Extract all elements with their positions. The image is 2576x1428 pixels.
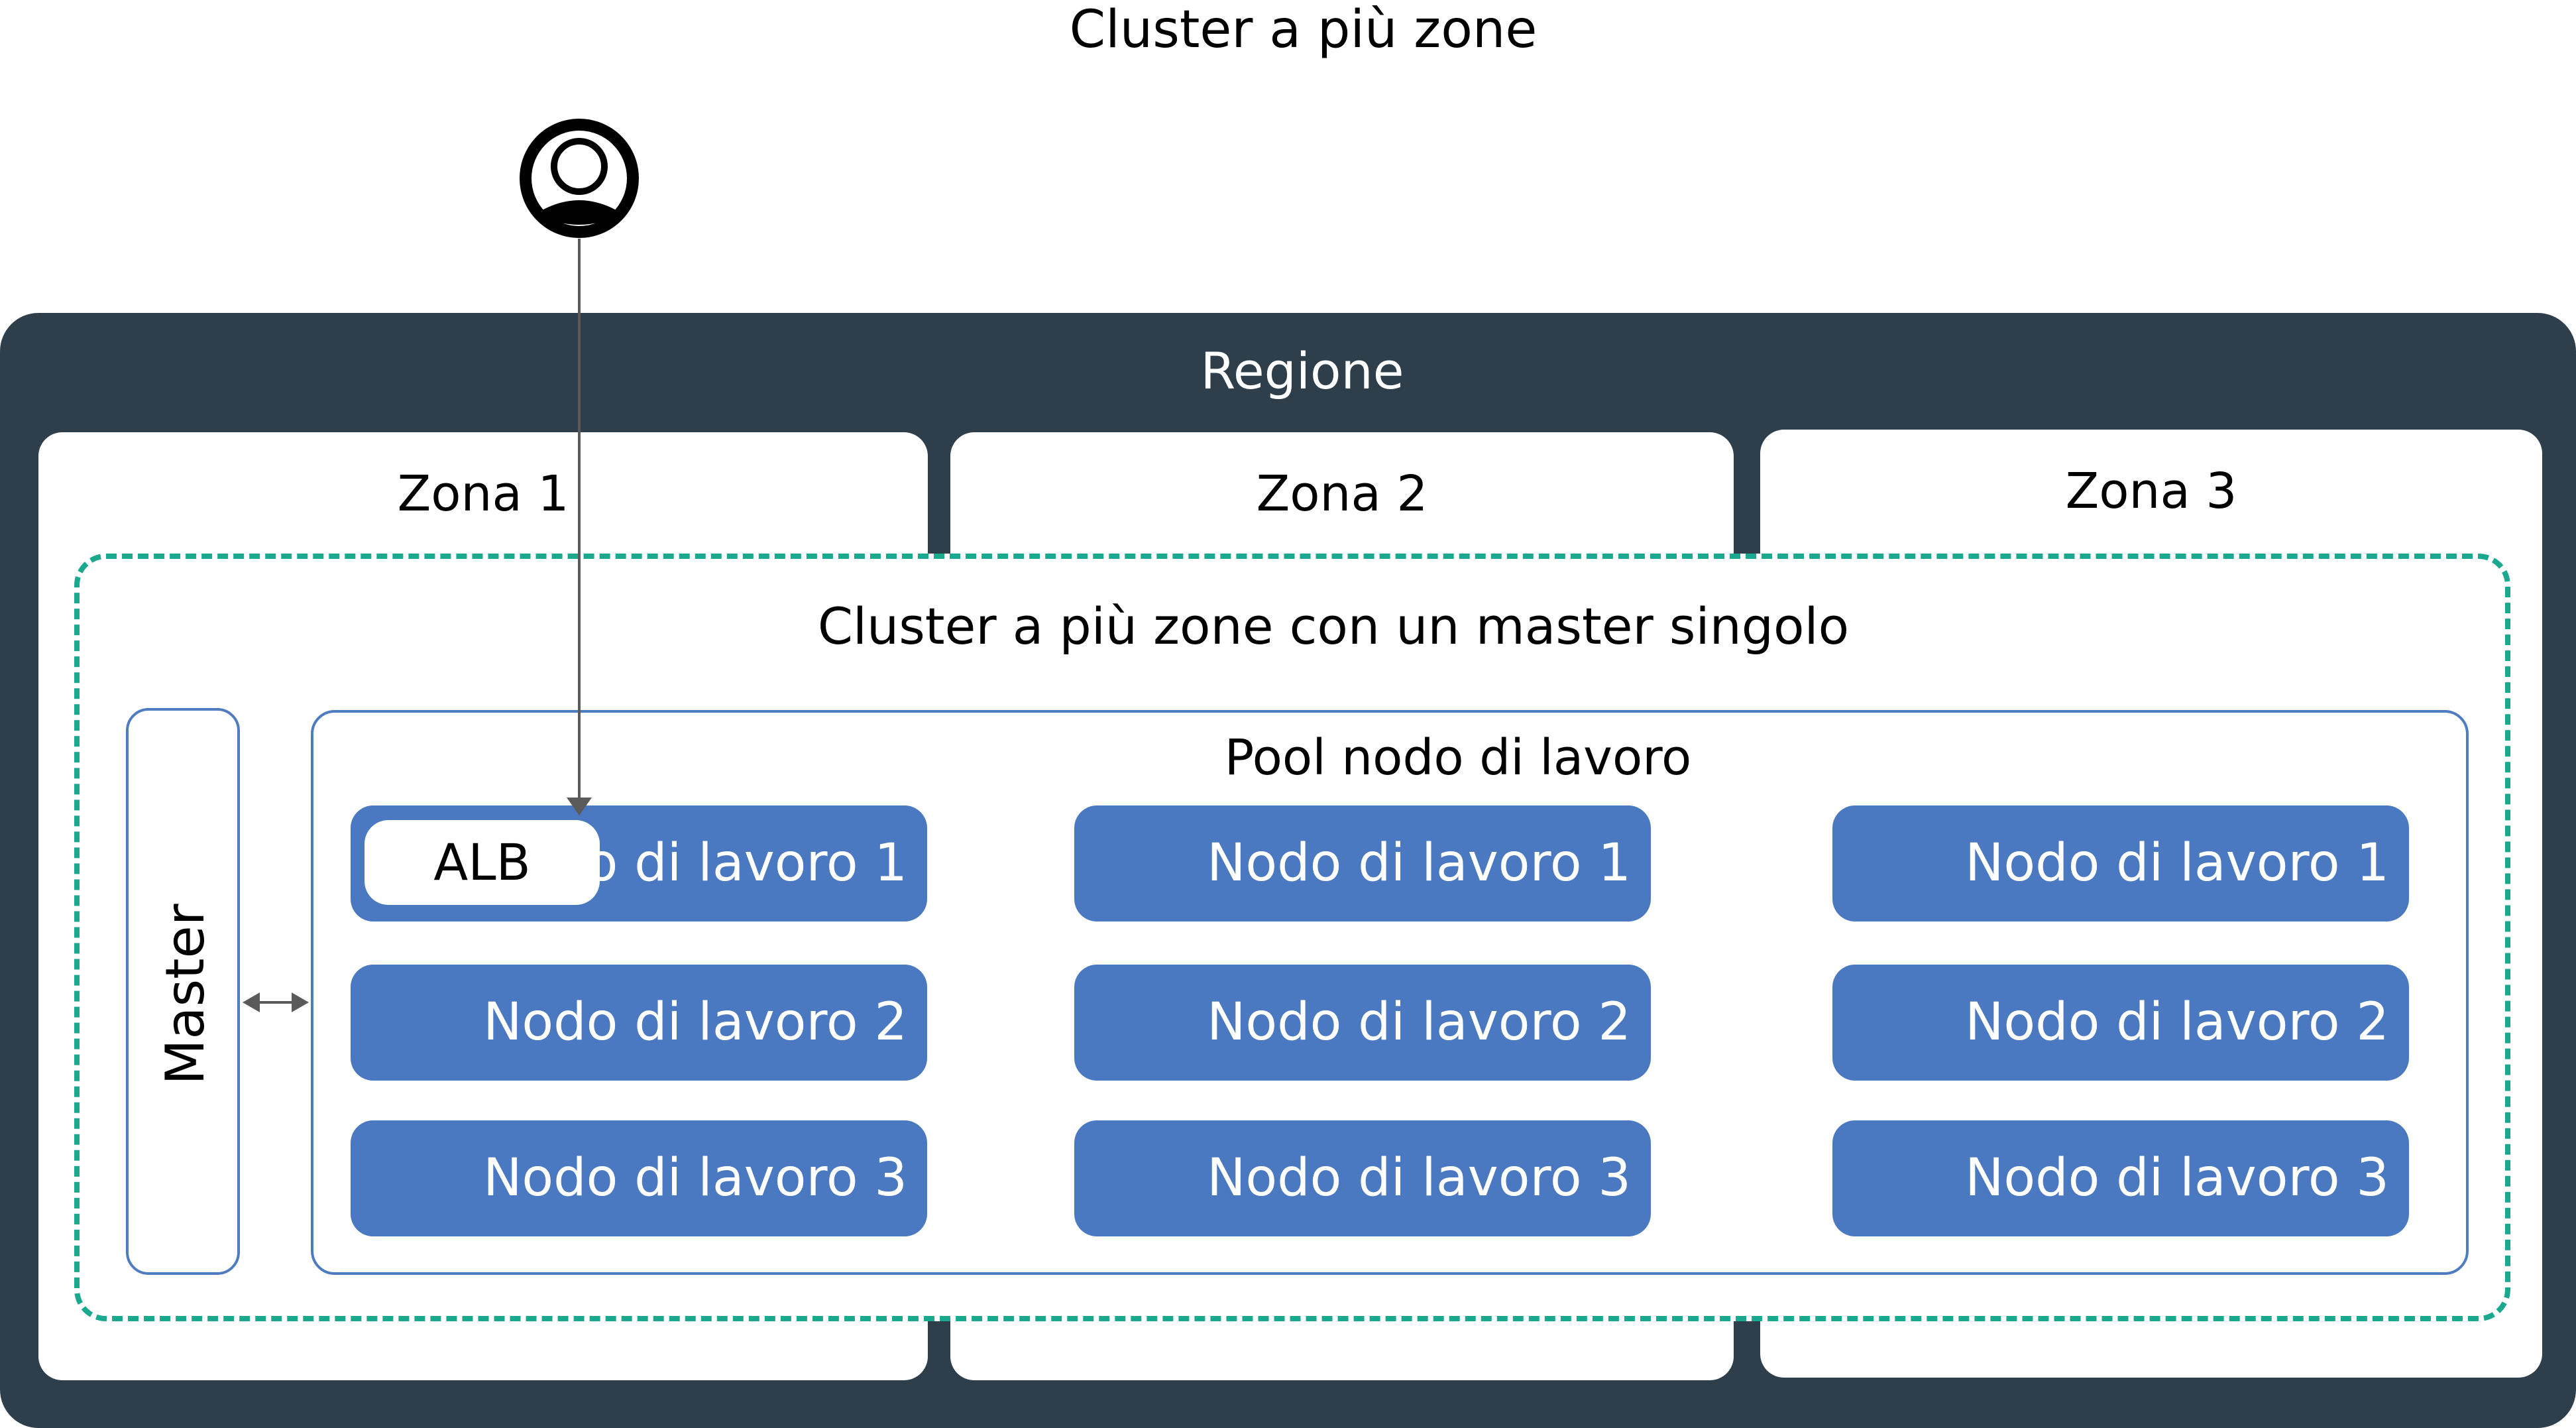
user-icon xyxy=(517,116,642,241)
alb-badge: ALB xyxy=(364,820,600,905)
worker-node-z3-2: Nodo di lavoro 2 xyxy=(1832,965,2409,1081)
worker-node-z2-3: Nodo di lavoro 3 xyxy=(1074,1120,1651,1236)
double-arrow-icon xyxy=(243,992,309,1012)
worker-node-z3-3: Nodo di lavoro 3 xyxy=(1832,1120,2409,1236)
zone-3-label: Zona 3 xyxy=(2065,463,2237,520)
diagram-title: Cluster a più zone xyxy=(1069,0,1538,60)
arrow-down-icon xyxy=(567,239,592,815)
worker-pool-label: Pool nodo di lavoro xyxy=(1224,729,1692,786)
worker-node-z2-2: Nodo di lavoro 2 xyxy=(1074,965,1651,1081)
zone-2-label: Zona 2 xyxy=(1256,465,1428,522)
master-node: Master xyxy=(126,708,240,1275)
worker-node-z1-2: Nodo di lavoro 2 xyxy=(351,965,927,1081)
cluster-label: Cluster a più zone con un master singolo xyxy=(817,597,1850,656)
worker-node-z1-3: Nodo di lavoro 3 xyxy=(351,1120,927,1236)
worker-node-z2-1: Nodo di lavoro 1 xyxy=(1074,805,1651,922)
zone-1-label: Zona 1 xyxy=(397,465,569,522)
region-label: Regione xyxy=(1200,341,1404,400)
worker-node-z3-1: Nodo di lavoro 1 xyxy=(1832,805,2409,922)
